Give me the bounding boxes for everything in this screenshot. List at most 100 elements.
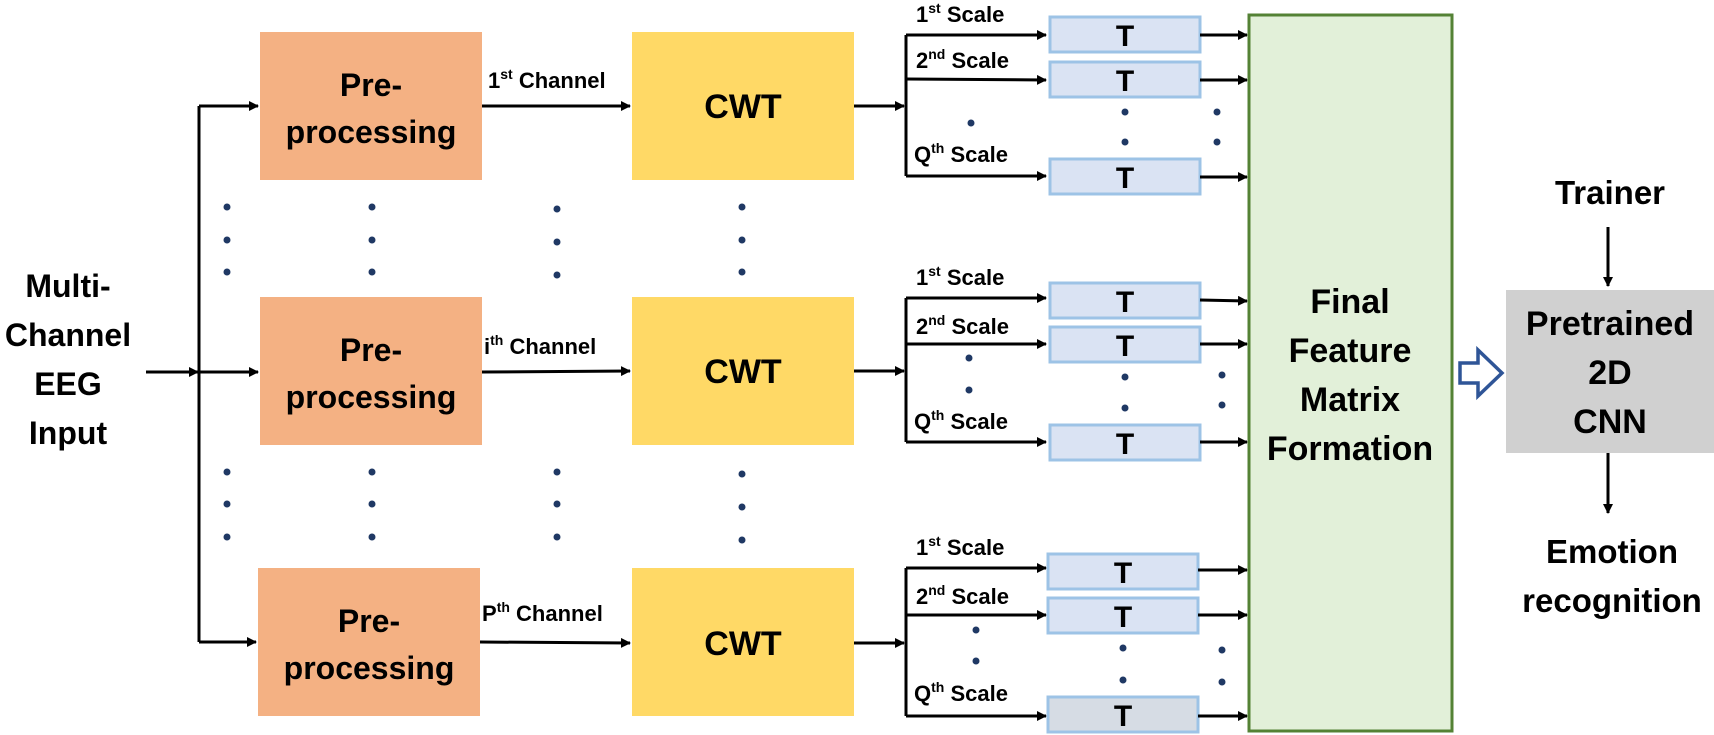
ellipsis-dot bbox=[553, 533, 561, 541]
ellipsis-dot bbox=[738, 236, 746, 244]
channel-arrow bbox=[479, 637, 631, 648]
t-dot bbox=[1119, 676, 1127, 684]
t-out-arrow-1 bbox=[1199, 295, 1248, 306]
cwt-box bbox=[632, 297, 854, 445]
scale-dot bbox=[965, 386, 973, 394]
preprocessing-label-line-2: processing bbox=[284, 650, 455, 686]
ellipsis-dot bbox=[368, 468, 376, 476]
ellipsis-dot bbox=[738, 470, 746, 478]
output-line-2: recognition bbox=[1522, 582, 1702, 619]
t-box-q bbox=[1048, 423, 1202, 462]
t-dot bbox=[1121, 108, 1129, 116]
output-label: Emotion recognition bbox=[1522, 533, 1702, 619]
trainer-label: Trainer bbox=[1555, 174, 1665, 211]
t-label-q: T bbox=[1116, 162, 1134, 195]
scale-dot bbox=[972, 626, 980, 634]
channel-label: ith Channel bbox=[484, 332, 596, 359]
scale-dot bbox=[965, 354, 973, 362]
input-line-2: Channel bbox=[5, 317, 131, 353]
scale-label-2: 2nd Scale bbox=[916, 46, 1009, 73]
ellipsis-dot bbox=[223, 468, 231, 476]
preprocessing-label-line-1: Pre- bbox=[340, 67, 402, 103]
t-dot bbox=[1213, 138, 1221, 146]
input-line-4: Input bbox=[29, 415, 108, 451]
hollow-arrow-icon bbox=[1458, 345, 1505, 401]
ellipsis-dot bbox=[368, 203, 376, 211]
ellipsis-dot bbox=[553, 500, 561, 508]
cnn-line-2: 2D bbox=[1588, 354, 1631, 392]
scale-label-1: 1st Scale bbox=[916, 533, 1004, 560]
t-label-2: T bbox=[1116, 330, 1134, 363]
channel-label: Pth Channel bbox=[482, 599, 603, 626]
cwt-label: CWT bbox=[704, 353, 782, 391]
ellipsis-dot bbox=[368, 533, 376, 541]
cwt-label: CWT bbox=[704, 625, 782, 663]
t-box-2 bbox=[1046, 596, 1200, 635]
ellipsis-dot bbox=[738, 503, 746, 511]
row-separator-dots bbox=[223, 203, 746, 544]
cnn-block: Pretrained 2D CNN bbox=[1506, 290, 1714, 453]
output-line-1: Emotion bbox=[1546, 533, 1678, 570]
ellipsis-dot bbox=[553, 468, 561, 476]
ellipsis-dot bbox=[553, 271, 561, 279]
ellipsis-dot bbox=[738, 203, 746, 211]
t-label-2: T bbox=[1116, 65, 1134, 98]
t-label-1: T bbox=[1114, 557, 1132, 590]
t-dot bbox=[1119, 644, 1127, 652]
t-label-1: T bbox=[1116, 286, 1134, 319]
ellipsis-dot bbox=[738, 268, 746, 276]
t-dot bbox=[1218, 646, 1226, 654]
feature-matrix-line-3: Matrix bbox=[1300, 381, 1400, 419]
t-dot bbox=[1213, 108, 1221, 116]
ellipsis-dot bbox=[223, 236, 231, 244]
channel-arrow bbox=[481, 366, 631, 377]
preprocessing-label-line-1: Pre- bbox=[338, 603, 400, 639]
input-label: Multi- Channel EEG Input bbox=[5, 268, 131, 451]
scale-label-1: 1st Scale bbox=[916, 263, 1004, 290]
ellipsis-dot bbox=[223, 203, 231, 211]
feature-matrix-line-1: Final bbox=[1310, 283, 1389, 321]
ellipsis-dot bbox=[368, 268, 376, 276]
t-dot bbox=[1218, 401, 1226, 409]
scale-arrow-2 bbox=[905, 74, 1047, 85]
preprocessing-label-line-1: Pre- bbox=[340, 332, 402, 368]
preprocessing-label-line-2: processing bbox=[286, 114, 457, 150]
preprocessing-box bbox=[260, 297, 482, 445]
ellipsis-dot bbox=[223, 533, 231, 541]
t-dot bbox=[1218, 371, 1226, 379]
cnn-line-1: Pretrained bbox=[1526, 305, 1694, 343]
t-dot bbox=[1218, 678, 1226, 686]
t-dot bbox=[1121, 373, 1129, 381]
t-dot bbox=[1121, 404, 1129, 412]
scale-label-q: Qth Scale bbox=[914, 679, 1008, 706]
cnn-line-3: CNN bbox=[1573, 403, 1647, 441]
cnn-box bbox=[1506, 290, 1714, 453]
ellipsis-dot bbox=[223, 500, 231, 508]
cwt-box bbox=[632, 32, 854, 180]
feature-matrix-block: Final Feature Matrix Formation bbox=[1247, 13, 1454, 733]
scale-label-2: 2nd Scale bbox=[916, 582, 1009, 609]
ellipsis-dot bbox=[553, 238, 561, 246]
ellipsis-dot bbox=[223, 268, 231, 276]
t-box-1 bbox=[1046, 552, 1200, 591]
preprocessing-label-line-2: processing bbox=[286, 379, 457, 415]
feature-matrix-line-2: Feature bbox=[1289, 332, 1412, 370]
scale-label-q: Qth Scale bbox=[914, 407, 1008, 434]
t-box-1 bbox=[1048, 281, 1202, 320]
channel-label: 1st Channel bbox=[488, 66, 606, 93]
cwt-label: CWT bbox=[704, 88, 782, 126]
scale-dot bbox=[967, 119, 975, 127]
t-label-2: T bbox=[1114, 601, 1132, 634]
ellipsis-dot bbox=[738, 536, 746, 544]
t-label-1: T bbox=[1116, 20, 1134, 53]
preprocessing-box bbox=[258, 568, 480, 716]
feature-matrix-line-4: Formation bbox=[1267, 430, 1433, 468]
input-connectors bbox=[146, 101, 259, 647]
scale-label-2: 2nd Scale bbox=[916, 312, 1009, 339]
ellipsis-dot bbox=[368, 500, 376, 508]
ellipsis-dot bbox=[553, 205, 561, 213]
ellipsis-dot bbox=[368, 236, 376, 244]
scale-dot bbox=[972, 657, 980, 665]
